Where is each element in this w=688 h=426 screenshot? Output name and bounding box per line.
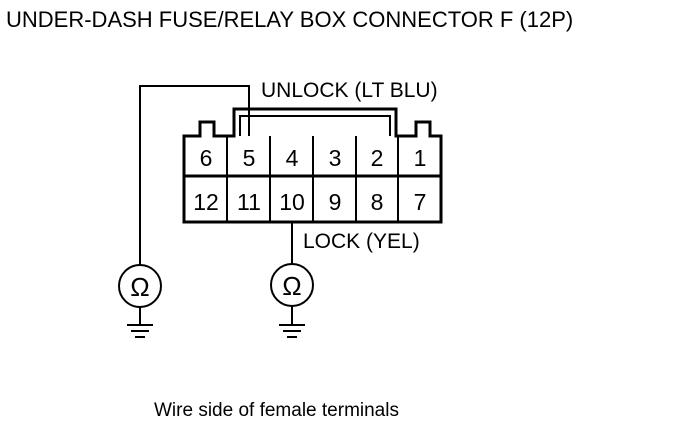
connector-key (239, 115, 391, 136)
pin-label: 4 (286, 145, 299, 171)
pin-label: 3 (329, 145, 342, 171)
ohm-icon: Ω (130, 272, 149, 302)
connector-outline (182, 107, 443, 224)
pin-label: 7 (414, 189, 427, 215)
pin-row-bottom: 12 11 10 9 8 7 (193, 189, 426, 215)
pin-label: 9 (329, 189, 342, 215)
pin-label: 6 (200, 145, 213, 171)
ohmmeter-unlock: Ω (118, 264, 162, 338)
ohmmeter-lock: Ω (270, 263, 314, 338)
unlock-wire (139, 85, 250, 265)
ohm-icon: Ω (282, 271, 301, 301)
pin-row-top: 6 5 4 3 2 1 (200, 145, 427, 171)
unlock-wire-label: UNLOCK (LT BLU) (261, 79, 438, 102)
diagram-caption: Wire side of female terminals (154, 400, 399, 421)
pin-label: 12 (193, 189, 219, 215)
pin-label: 10 (279, 189, 305, 215)
pin-label: 8 (371, 189, 384, 215)
pin-label: 5 (243, 145, 256, 171)
pin-label: 2 (371, 145, 384, 171)
pin-label: 1 (414, 145, 427, 171)
diagram-title: UNDER-DASH FUSE/RELAY BOX CONNECTOR F (1… (6, 7, 573, 32)
connector-housing (182, 107, 443, 224)
pin-label: 11 (237, 189, 261, 215)
lock-wire-label: LOCK (YEL) (303, 230, 420, 253)
